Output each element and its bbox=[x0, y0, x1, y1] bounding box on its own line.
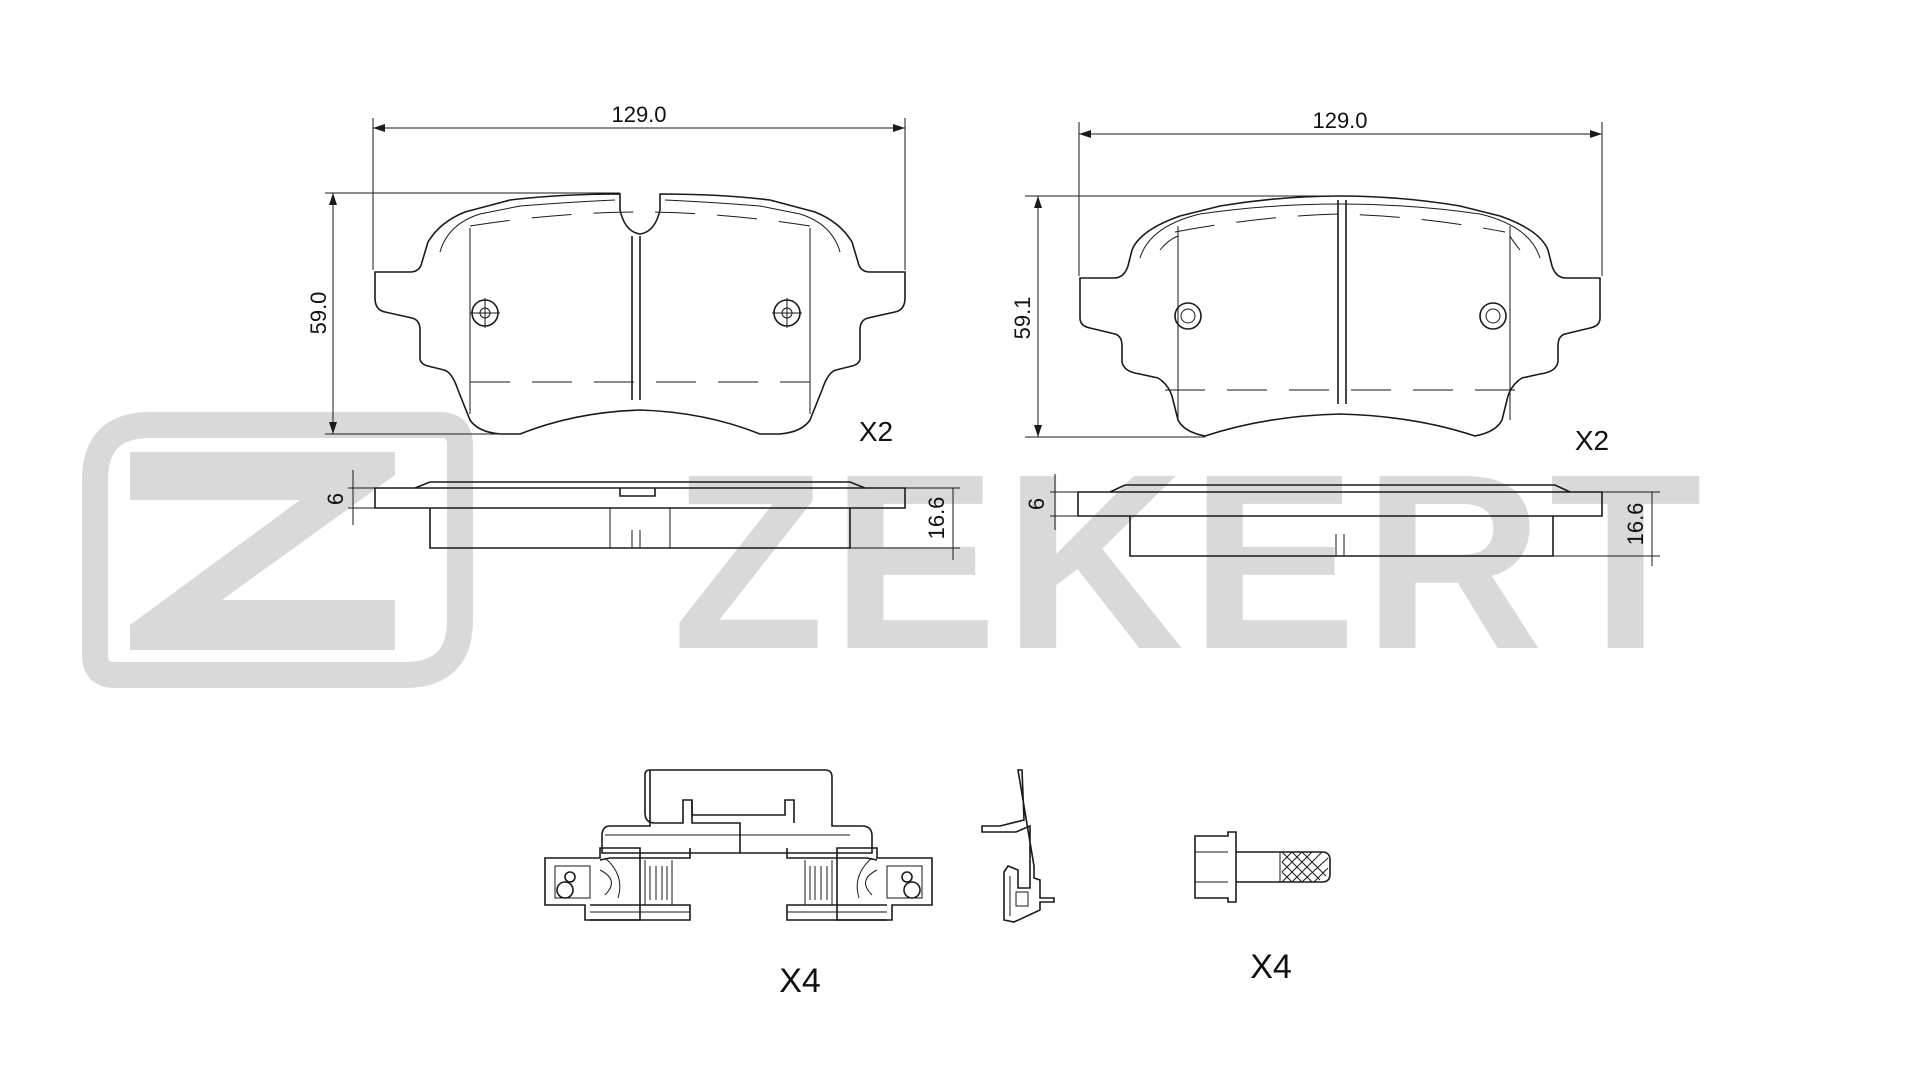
pad-right-quantity-label: X2 bbox=[1575, 425, 1609, 456]
pad-right-total-thickness-label: 16.6 bbox=[1623, 503, 1648, 546]
pad-right-dimensions: 129.0 59.1 X2 bbox=[1010, 108, 1609, 456]
pad-left-quantity-label: X2 bbox=[859, 416, 893, 447]
clip-side-profile-drawing bbox=[981, 769, 1055, 923]
watermark-emblem-z bbox=[130, 452, 395, 650]
clip-quantity-label: X4 bbox=[779, 962, 821, 1000]
anti-rattle-clip-drawing bbox=[544, 769, 933, 921]
guide-bolt-drawing bbox=[1194, 831, 1331, 903]
pad-left-side-view: 6 16.6 bbox=[323, 470, 960, 560]
pad-right-backplate-label: 6 bbox=[1024, 498, 1049, 510]
pad-left-width-label: 129.0 bbox=[611, 102, 666, 127]
pad-left-backplate-label: 6 bbox=[323, 493, 348, 505]
pad-left-dimensions: 129.0 59.0 X2 bbox=[306, 102, 906, 447]
pad-left-front-view bbox=[374, 193, 906, 435]
pad-right-front-view bbox=[1079, 195, 1601, 437]
pad-right-height-label: 59.1 bbox=[1010, 297, 1035, 340]
pad-left-total-thickness-label: 16.6 bbox=[924, 497, 949, 540]
zekert-watermark: ZEKERT bbox=[82, 412, 1708, 701]
pad-right-width-label: 129.0 bbox=[1312, 108, 1367, 133]
bolt-quantity-label: X4 bbox=[1250, 948, 1292, 986]
watermark-emblem bbox=[82, 412, 473, 688]
watermark-text: ZEKERT bbox=[672, 422, 1708, 701]
pad-right-side-view: 6 16.6 bbox=[1024, 474, 1660, 566]
pad-left-height-label: 59.0 bbox=[306, 292, 331, 335]
